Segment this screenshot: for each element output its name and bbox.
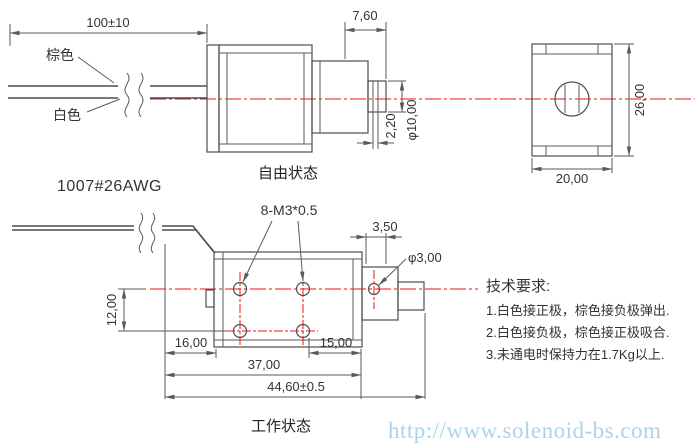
tech-requirements: 技术要求: 1.白色接正极，棕色接负极弹出. 2.白色接负极，棕色接正极吸合. …	[486, 278, 669, 362]
plunger-head	[361, 266, 399, 321]
plunger-shaft	[367, 80, 387, 113]
extension-line	[365, 233, 387, 264]
tech-requirement-item: 2.白色接负极，棕色接正极吸合.	[486, 325, 669, 340]
shaft-groove-lines	[372, 81, 379, 112]
groove-dimension: 2,20	[357, 112, 398, 149]
working-state-drawing: 1007#26AWG 8-M3*0.5	[12, 178, 442, 435]
solenoid-body-side-view	[206, 44, 387, 153]
brown-wire-label: 棕色	[46, 47, 74, 63]
hole-spacing-label: 12,00	[104, 294, 119, 327]
tech-requirements-title: 技术要求:	[486, 278, 550, 295]
white-wire-label: 白色	[53, 107, 81, 123]
wire-spec-label: 1007#26AWG	[57, 178, 162, 195]
extension-line	[372, 112, 379, 149]
length-dimension: 100±10	[9, 15, 208, 46]
dim-37-label: 37,00	[248, 357, 281, 372]
leader-line	[297, 220, 305, 282]
bottom-dimensions: 16,00 15,00 37,00 44,60±0.5	[164, 244, 426, 400]
length-dimension-label: 100±10	[86, 15, 129, 30]
leader-line	[242, 220, 273, 283]
frame-inner-lines	[214, 252, 362, 347]
stroke-dimension: 7,60	[344, 8, 387, 79]
extension-line	[614, 43, 634, 157]
hole-diameter-label: φ3,00	[408, 250, 442, 265]
height-dimension: 26,00	[614, 43, 647, 157]
groove-dimension-label: 2,20	[383, 113, 398, 138]
side-tab	[205, 289, 215, 308]
height-dimension-label: 26,00	[632, 84, 647, 117]
lead-wire	[12, 212, 216, 254]
wire-line	[12, 229, 216, 254]
working-state-caption: 工作状态	[251, 418, 311, 435]
bore-slot-lines	[564, 85, 580, 113]
dim-16-label: 16,00	[175, 335, 208, 350]
wire-break-icon	[138, 72, 144, 118]
solenoid-body-top-view	[205, 251, 425, 348]
dim-15-label: 15,00	[320, 335, 353, 350]
gap-dimension-label: 3,50	[372, 219, 397, 234]
watermark-url: http://www.solenoid-bs.com	[388, 418, 661, 443]
hole-centerlines	[226, 270, 375, 347]
free-state-caption: 自由状态	[258, 165, 318, 182]
mounting-holes	[226, 270, 381, 347]
width-dimension: 20,00	[531, 158, 613, 186]
end-view-drawing: 26,00 20,00	[531, 43, 647, 186]
frame-inner-lines	[219, 52, 312, 145]
free-state-drawing: 100±10 棕色 白色	[8, 8, 419, 182]
frame	[213, 251, 363, 348]
end-view-body	[531, 43, 613, 157]
extension-line	[118, 288, 228, 332]
holes-callout: 8-M3*0.5	[242, 202, 318, 283]
tech-requirement-item: 1.白色接正极，棕色接负极弹出.	[486, 303, 669, 318]
wire-break-icon	[150, 212, 156, 254]
leader-line	[378, 258, 407, 286]
wire-break-icon	[138, 212, 144, 254]
width-dimension-label: 20,00	[556, 171, 589, 186]
wire-break-icon	[124, 72, 130, 118]
plunger-diameter-dimension: φ10,00	[388, 80, 419, 141]
pin-hole-callout: φ3,00	[378, 250, 442, 286]
stroke-dimension-label: 7,60	[352, 8, 377, 23]
gap-dimension: 3,50	[350, 219, 402, 264]
plunger-bore-circle	[554, 81, 590, 117]
leader-line	[77, 56, 115, 84]
tech-requirement-item: 3.未通电时保持力在1.7Kg以上.	[486, 347, 664, 362]
mounting-holes-label: 8-M3*0.5	[261, 202, 318, 218]
leader-line	[86, 98, 121, 113]
hole-spacing-dimension: 12,00	[104, 288, 228, 332]
end-view-detail-lines	[532, 44, 612, 156]
plunger-shaft	[397, 281, 425, 311]
lead-wires: 棕色 白色	[8, 47, 207, 123]
plunger-diameter-label: φ10,00	[404, 100, 419, 141]
overall-length-label: 44,60±0.5	[267, 379, 325, 394]
centerlines	[150, 98, 695, 290]
